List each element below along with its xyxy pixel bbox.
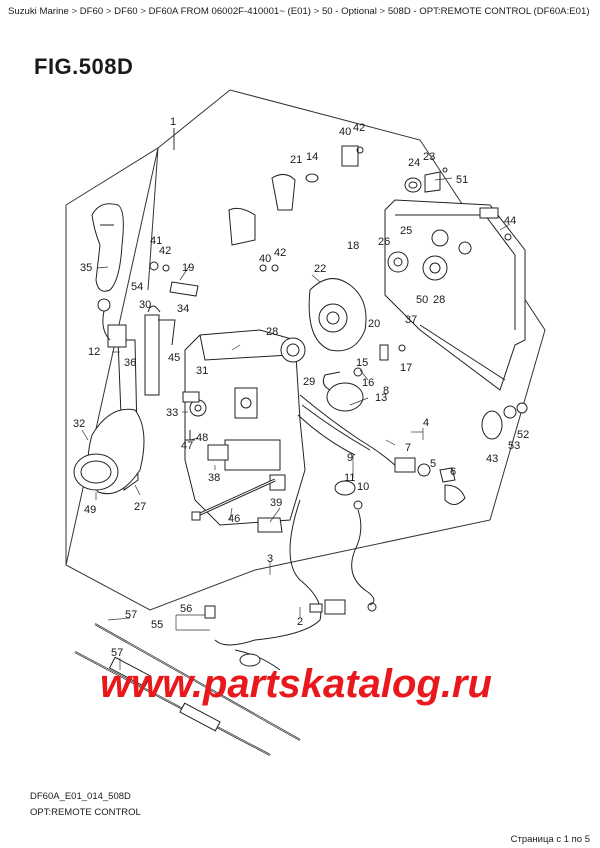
callout-53[interactable]: 53	[508, 440, 520, 452]
assembly-frame	[65, 89, 546, 611]
bracket-part[interactable]	[97, 298, 176, 396]
callout-46[interactable]: 46	[228, 513, 240, 525]
callout-7[interactable]: 7	[405, 442, 411, 454]
connector-part[interactable]	[204, 605, 216, 619]
hinge-parts[interactable]	[149, 145, 364, 297]
callout-39[interactable]: 39	[270, 497, 282, 509]
callout-42b[interactable]: 42	[159, 245, 171, 257]
callout-25[interactable]: 25	[400, 225, 412, 237]
callout-10[interactable]: 10	[357, 481, 369, 493]
breadcrumb-separator: >	[379, 6, 386, 17]
washer-parts[interactable]	[404, 167, 448, 193]
callout-12[interactable]: 12	[88, 346, 100, 358]
callout-42c[interactable]: 42	[274, 247, 286, 259]
part-callouts: 1 2 3 4 5 6 7 8 9 10 11 12 13 14 15 16 1…	[73, 116, 529, 659]
leader-lines	[81, 177, 511, 670]
breadcrumb-separator: >	[313, 6, 320, 17]
callout-44[interactable]: 44	[504, 215, 516, 227]
callout-19[interactable]: 19	[182, 262, 194, 274]
callout-28a[interactable]: 28	[266, 326, 278, 338]
callout-47[interactable]: 47	[181, 440, 193, 452]
breadcrumb-item-optional[interactable]: 50 - Optional	[321, 6, 377, 17]
breadcrumb-separator: >	[105, 6, 112, 17]
control-cable-upper[interactable]	[94, 623, 301, 741]
callout-49[interactable]: 49	[84, 504, 96, 516]
callout-40a[interactable]: 40	[339, 126, 351, 138]
callout-41[interactable]: 41	[150, 235, 162, 247]
callout-54[interactable]: 54	[131, 281, 143, 293]
callout-8[interactable]: 8	[383, 385, 389, 397]
cam-gear-part[interactable]	[280, 278, 367, 363]
callout-33[interactable]: 33	[166, 407, 178, 419]
bolt-part[interactable]	[191, 478, 276, 521]
callout-1[interactable]: 1	[170, 116, 176, 128]
callout-13[interactable]: 13	[375, 392, 387, 404]
callout-14[interactable]: 14	[306, 151, 318, 163]
trim-switch-part[interactable]	[322, 344, 406, 412]
callout-3[interactable]: 3	[267, 553, 273, 565]
callout-6[interactable]: 6	[450, 466, 456, 478]
callout-38[interactable]: 38	[208, 472, 220, 484]
callout-26[interactable]: 26	[378, 236, 390, 248]
callout-23[interactable]: 23	[423, 151, 435, 163]
callout-5[interactable]: 5	[430, 458, 436, 470]
callout-34[interactable]: 34	[177, 303, 189, 315]
callout-43[interactable]: 43	[486, 453, 498, 465]
callout-9[interactable]: 9	[347, 452, 353, 464]
callout-22[interactable]: 22	[314, 263, 326, 275]
callout-18[interactable]: 18	[347, 240, 359, 252]
watermark: www.partskatalog.ru	[100, 662, 492, 706]
callout-57b[interactable]: 57	[111, 647, 123, 659]
figure-title: FIG.508D	[34, 54, 134, 79]
breadcrumb-separator: >	[140, 6, 146, 17]
side-cover-part[interactable]	[384, 199, 526, 391]
callout-35[interactable]: 35	[80, 262, 92, 274]
callout-2[interactable]: 2	[297, 616, 303, 628]
breadcrumb-item-df60[interactable]: DF60	[79, 6, 104, 17]
callout-52[interactable]: 52	[517, 429, 529, 441]
callout-20[interactable]: 20	[368, 318, 380, 330]
callout-32[interactable]: 32	[73, 418, 85, 430]
callout-11[interactable]: 11	[344, 472, 355, 484]
breadcrumb-separator: >	[71, 6, 78, 17]
callout-37[interactable]: 37	[405, 314, 417, 326]
callout-57a[interactable]: 57	[125, 609, 137, 621]
callout-36[interactable]: 36	[124, 357, 136, 369]
grommet-parts[interactable]	[481, 402, 528, 440]
callout-50[interactable]: 50	[416, 294, 428, 306]
callout-16[interactable]: 16	[362, 377, 374, 389]
figure-code: DF60A_E01_014_508D	[30, 791, 131, 802]
breadcrumb-item-df60-model[interactable]: DF60	[114, 6, 138, 17]
control-handle-part[interactable]	[91, 203, 124, 292]
callout-4[interactable]: 4	[423, 417, 429, 429]
figure-caption: OPT:REMOTE CONTROL	[30, 807, 141, 818]
callout-51[interactable]: 51	[456, 174, 468, 186]
callout-31[interactable]: 31	[196, 365, 208, 377]
callout-42a[interactable]: 42	[353, 122, 365, 134]
breadcrumb-item-suzuki-marine[interactable]: Suzuki Marine	[8, 6, 69, 17]
callout-29[interactable]: 29	[303, 376, 315, 388]
callout-45[interactable]: 45	[168, 352, 180, 364]
callout-27[interactable]: 27	[134, 501, 146, 513]
breadcrumb-item-serial-range[interactable]: DF60A FROM 06002F-410001~ (E01)	[148, 6, 311, 17]
callout-40b[interactable]: 40	[259, 253, 271, 265]
pagination[interactable]: Страница с 1 по 5	[510, 834, 590, 845]
callout-48[interactable]: 48	[196, 432, 208, 444]
lever-arm-part[interactable]	[73, 339, 145, 495]
callout-28b[interactable]: 28	[433, 294, 445, 306]
callout-24[interactable]: 24	[408, 157, 420, 169]
breadcrumb: Suzuki Marine > DF60 > DF60 > DF60A FROM…	[8, 6, 594, 18]
callout-56[interactable]: 56	[180, 603, 192, 615]
main-cable[interactable]	[214, 499, 346, 646]
breadcrumb-item-current: 508D - OPT:REMOTE CONTROL (DF60A:E01)	[387, 6, 590, 17]
callout-21[interactable]: 21	[290, 154, 302, 166]
callout-15[interactable]: 15	[356, 357, 368, 369]
wire-harness[interactable]	[297, 394, 466, 612]
callout-30[interactable]: 30	[139, 299, 151, 311]
callout-55[interactable]: 55	[151, 619, 163, 631]
callout-17[interactable]: 17	[400, 362, 412, 374]
